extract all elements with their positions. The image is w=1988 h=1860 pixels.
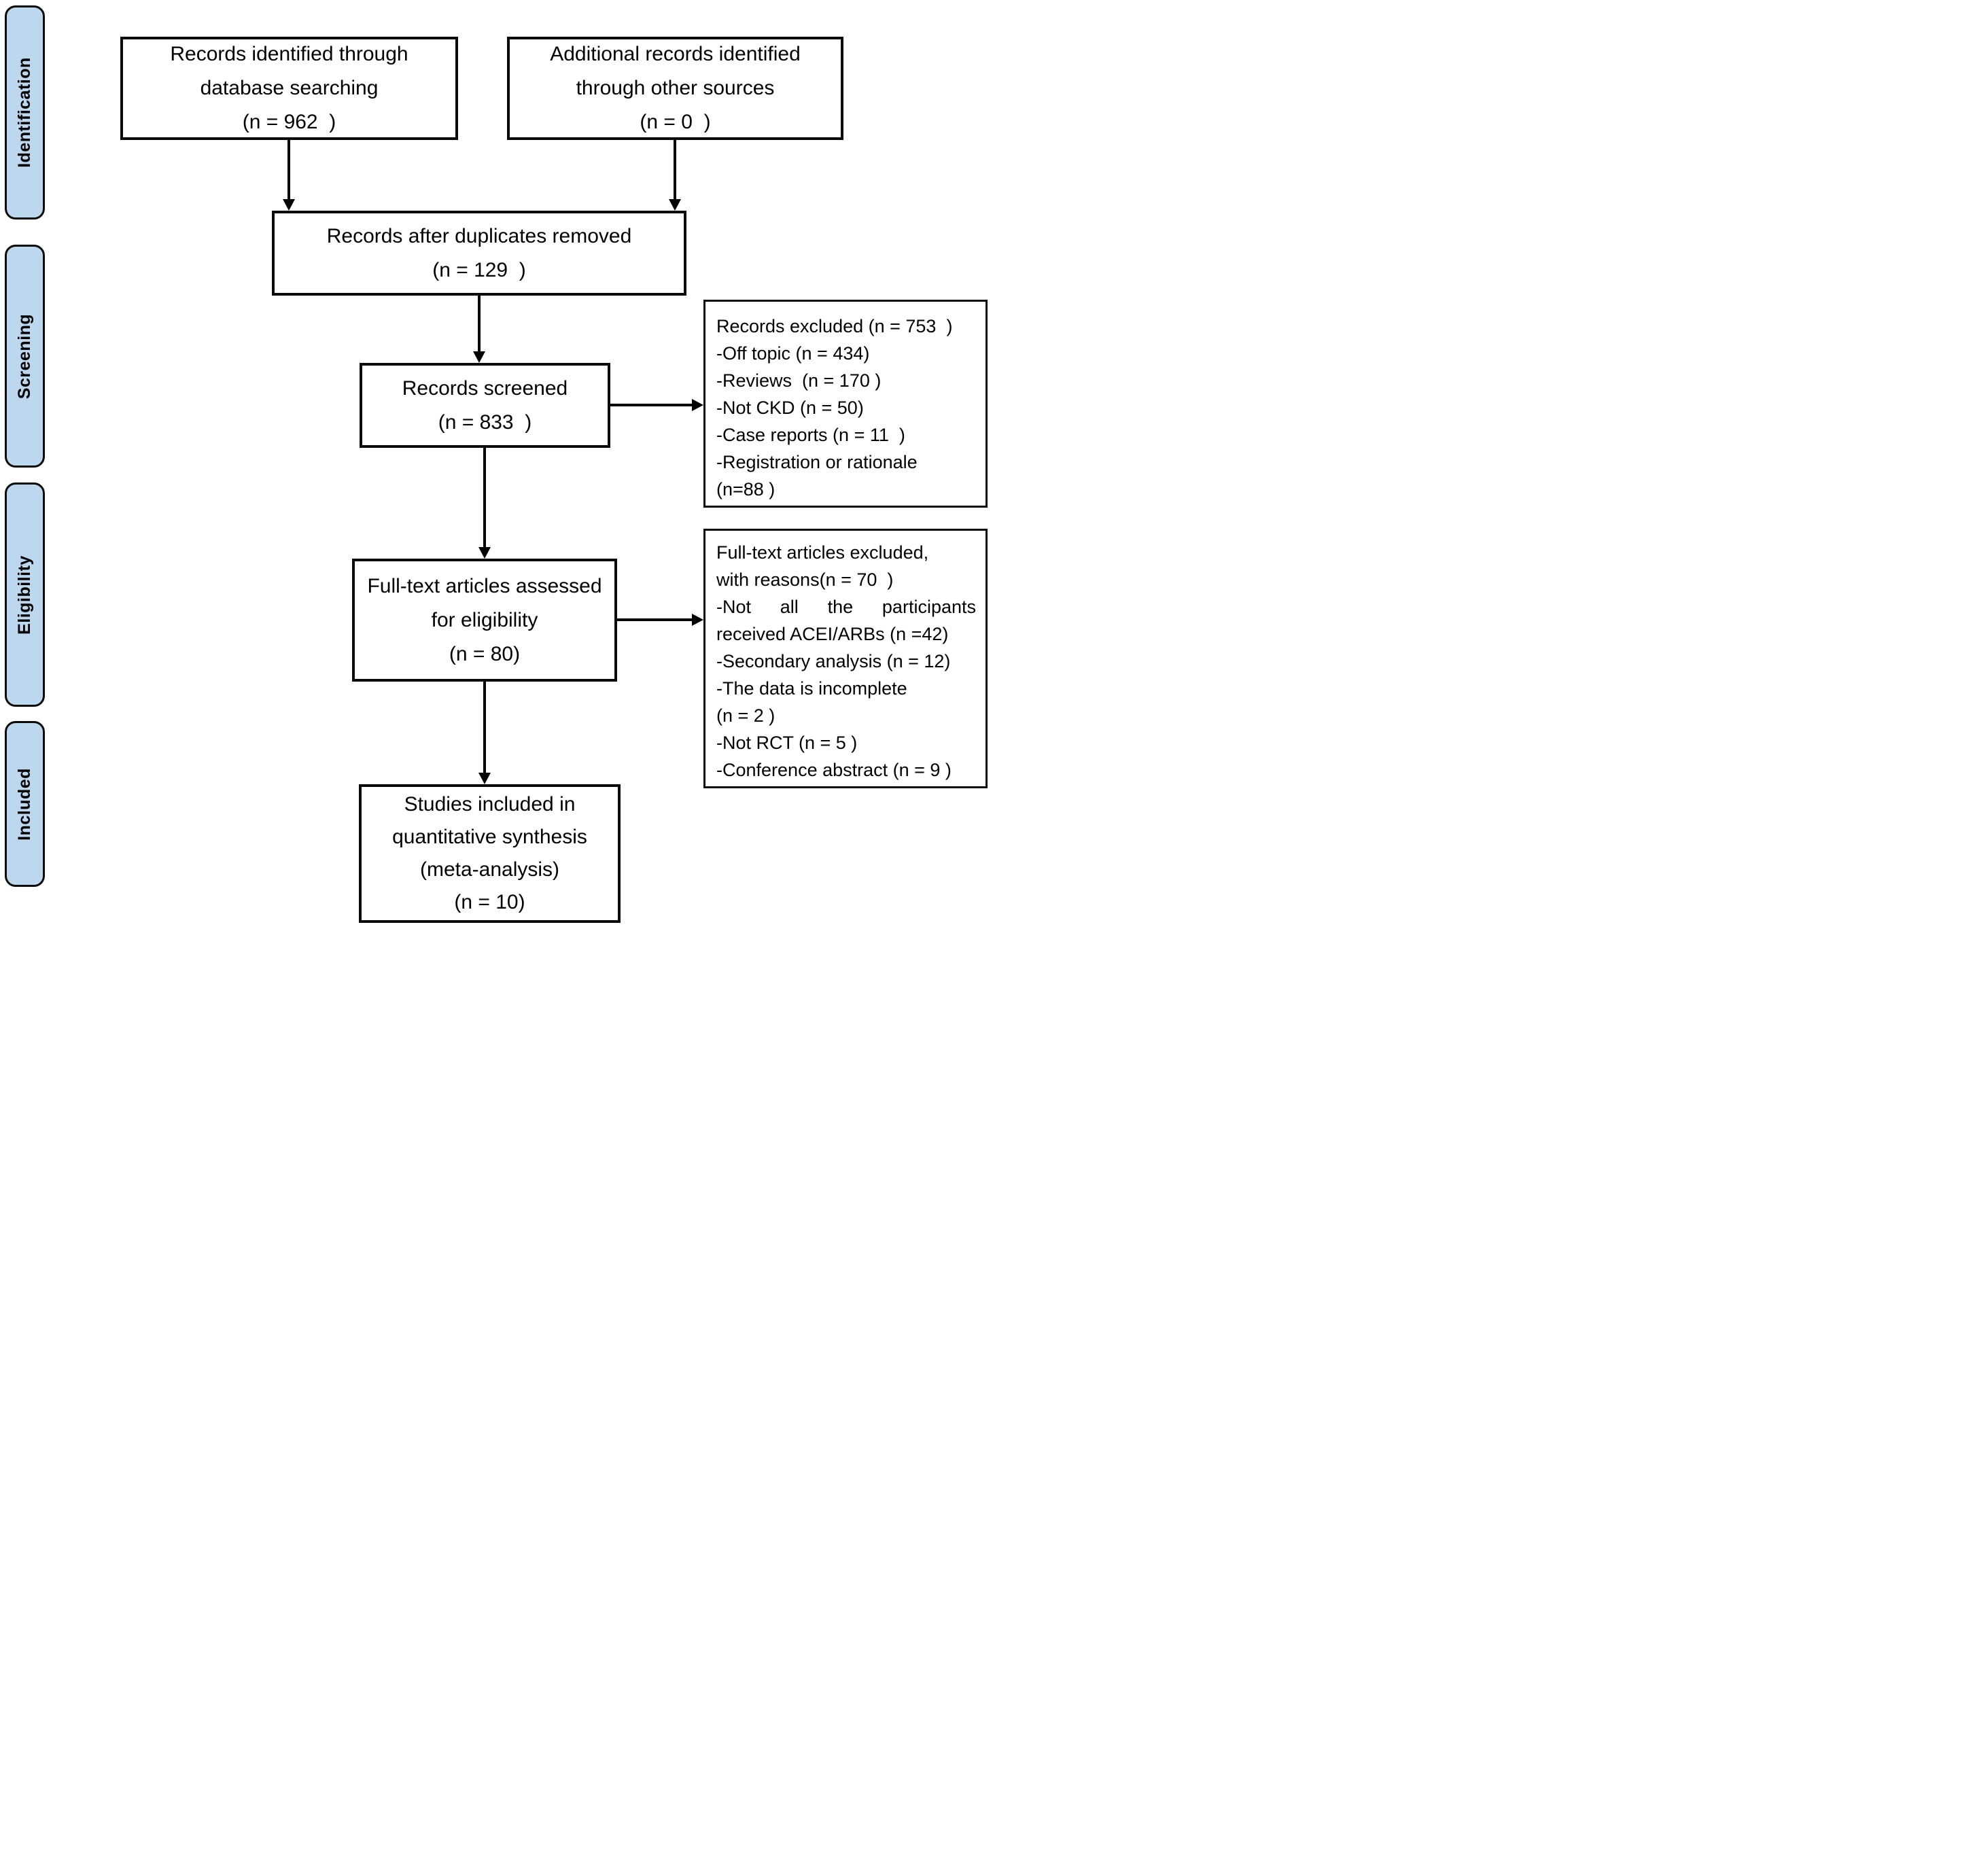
stage-label-eligibility: Eligibility xyxy=(5,482,45,707)
box-fulltext-excluded-reason: received ACEI/ARBs (n =42) xyxy=(716,624,949,644)
box-fulltext-excluded-reason: -Conference abstract (n = 9 ) xyxy=(716,760,952,780)
box-fulltext-excluded-title: with reasons(n = 70 ) xyxy=(716,569,894,590)
box-additional-records-count: (n = 0 ) xyxy=(640,111,711,133)
stage-label-screening: Screening xyxy=(5,245,45,468)
box-studies-included-line: (meta-analysis) xyxy=(419,858,560,881)
box-fulltext-excluded-reason: -Not all the participants xyxy=(716,597,976,617)
box-records-excluded: Records excluded (n = 753 ) -Off topic (… xyxy=(703,300,988,508)
box-records-screened: Records screened (n = 833 ) xyxy=(360,363,610,448)
box-duplicates-removed-line: Records after duplicates removed xyxy=(326,224,632,247)
box-duplicates-removed-count: (n = 129 ) xyxy=(432,258,526,281)
box-records-excluded-reason: (n=88 ) xyxy=(716,479,775,499)
arrowhead-down-icon xyxy=(283,199,295,211)
box-records-excluded-reason: -Reviews (n = 170 ) xyxy=(716,370,882,391)
arrowhead-down-icon xyxy=(478,547,491,559)
arrow-duplicates-to-screened xyxy=(478,296,481,352)
box-duplicates-removed: Records after duplicates removed (n = 12… xyxy=(272,211,686,296)
box-records-excluded-reason: -Registration or rationale xyxy=(716,452,918,472)
stage-label-included-text: Included xyxy=(15,767,35,841)
box-records-excluded-reason: -Not CKD (n = 50) xyxy=(716,398,864,418)
box-studies-included-line: quantitative synthesis xyxy=(392,826,587,848)
arrow-screened-to-excluded xyxy=(610,404,693,406)
stage-label-eligibility-text: Eligibility xyxy=(15,555,34,635)
stage-label-screening-text: Screening xyxy=(15,313,34,399)
arrowhead-right-icon xyxy=(692,399,703,411)
box-fulltext-excluded-reason: -The data is incomplete xyxy=(716,678,907,699)
prisma-flow-diagram: Identification Screening Eligibility Inc… xyxy=(0,0,994,930)
box-additional-records-line: Additional records identified xyxy=(550,43,801,65)
box-fulltext-assessed-line: for eligibility xyxy=(431,608,538,631)
arrow-identified-to-duplicates xyxy=(287,140,290,200)
box-studies-included-count: (n = 10) xyxy=(454,891,525,913)
box-records-excluded-reason: -Case reports (n = 11 ) xyxy=(716,425,905,445)
arrowhead-right-icon xyxy=(692,614,703,626)
box-records-identified: Records identified through database sear… xyxy=(120,37,458,140)
arrow-fulltext-to-excluded xyxy=(617,618,693,621)
stage-label-identification-text: Identification xyxy=(15,57,34,168)
box-additional-records: Additional records identified through ot… xyxy=(507,37,843,140)
box-fulltext-excluded: Full-text articles excluded, with reason… xyxy=(703,529,988,788)
box-studies-included-line: Studies included in xyxy=(404,793,576,815)
box-additional-records-line: through other sources xyxy=(576,77,775,99)
box-records-screened-line: Records screened xyxy=(402,376,568,400)
box-records-screened-count: (n = 833 ) xyxy=(438,410,532,434)
box-fulltext-assessed-count: (n = 80) xyxy=(449,642,521,665)
box-fulltext-excluded-title: Full-text articles excluded, xyxy=(716,542,929,563)
box-studies-included: Studies included in quantitative synthes… xyxy=(359,784,621,923)
box-fulltext-assessed-line: Full-text articles assessed xyxy=(367,574,602,597)
arrow-screened-to-fulltext xyxy=(483,448,486,548)
box-records-excluded-reason: -Off topic (n = 434) xyxy=(716,343,870,364)
box-fulltext-excluded-reason: -Secondary analysis (n = 12) xyxy=(716,651,951,671)
box-records-identified-count: (n = 962 ) xyxy=(242,111,336,133)
arrow-fulltext-to-included xyxy=(483,682,486,773)
box-records-identified-line: database searching xyxy=(200,77,379,99)
box-records-identified-line: Records identified through xyxy=(170,43,408,65)
arrowhead-down-icon xyxy=(478,773,491,784)
arrow-additional-to-duplicates xyxy=(674,140,676,200)
stage-label-included: Included xyxy=(5,721,45,887)
stage-label-identification: Identification xyxy=(5,5,45,220)
box-fulltext-assessed: Full-text articles assessed for eligibil… xyxy=(352,559,617,682)
arrowhead-down-icon xyxy=(473,351,485,363)
box-fulltext-excluded-reason: (n = 2 ) xyxy=(716,705,775,726)
box-records-excluded-title: Records excluded (n = 753 ) xyxy=(716,316,953,336)
arrowhead-down-icon xyxy=(669,199,681,211)
box-fulltext-excluded-reason: -Not RCT (n = 5 ) xyxy=(716,733,858,753)
